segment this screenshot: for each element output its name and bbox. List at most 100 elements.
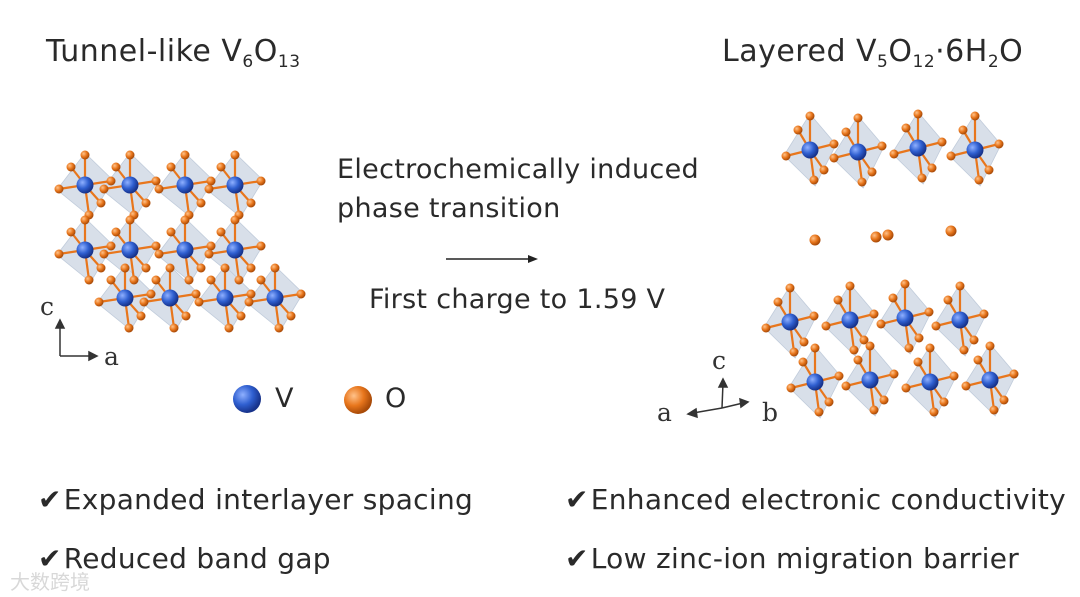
o-atom <box>271 264 280 273</box>
o-atom <box>782 152 791 161</box>
v-atom <box>850 144 867 161</box>
o-atom <box>975 176 984 185</box>
o-atom <box>207 276 216 285</box>
legend-o-sphere <box>344 386 372 414</box>
o-atom <box>810 235 821 246</box>
o-atom <box>197 264 206 273</box>
o-atom <box>811 344 820 353</box>
o-atom <box>974 356 983 365</box>
o-atom <box>81 216 90 225</box>
o-atom <box>142 264 151 273</box>
o-atom <box>971 112 980 121</box>
o-atom <box>890 370 899 379</box>
o-atom <box>889 294 898 303</box>
o-atom <box>130 276 139 285</box>
o-atom <box>830 140 839 149</box>
o-atom <box>297 290 306 299</box>
o-atom <box>938 138 947 147</box>
o-atom <box>940 398 949 407</box>
o-atom <box>790 348 799 357</box>
o-atom <box>854 356 863 365</box>
o-atom <box>147 290 156 299</box>
left-axis-a-label: a <box>104 342 119 371</box>
v-atom <box>177 242 194 259</box>
legend-v-label: V <box>275 383 293 414</box>
o-atom <box>959 126 968 135</box>
o-atom <box>152 242 161 251</box>
o-atom <box>235 276 244 285</box>
o-atom <box>237 312 246 321</box>
o-atom <box>870 406 879 415</box>
o-atom <box>125 324 134 333</box>
o-atom <box>950 372 959 381</box>
v-atom <box>177 177 194 194</box>
o-atom <box>152 276 161 285</box>
o-atom <box>155 250 164 259</box>
o-atom <box>257 177 266 186</box>
o-atom <box>842 382 851 391</box>
o-atom <box>901 280 910 289</box>
v-atom <box>982 372 999 389</box>
o-atom <box>762 324 771 333</box>
v-atom <box>802 142 819 159</box>
o-atom <box>946 226 957 237</box>
o-atom <box>947 152 956 161</box>
o-atom <box>799 358 808 367</box>
o-atom <box>247 290 256 299</box>
o-atom <box>877 320 886 329</box>
o-atom <box>192 290 201 299</box>
o-atom <box>786 284 795 293</box>
o-atom <box>794 126 803 135</box>
o-atom <box>866 342 875 351</box>
o-atom <box>217 228 226 237</box>
process-text-line2: phase transition <box>337 193 561 224</box>
o-atom <box>107 242 116 251</box>
o-atom <box>55 185 64 194</box>
o-atom <box>245 298 254 307</box>
o-atom <box>871 232 882 243</box>
v-atom <box>862 372 879 389</box>
o-atom <box>197 199 206 208</box>
o-atom <box>846 282 855 291</box>
property-right-2: ✔Low zinc-ion migration barrier <box>565 542 1019 575</box>
o-atom <box>247 199 256 208</box>
o-atom <box>842 128 851 137</box>
o-atom <box>854 114 863 123</box>
o-atom <box>774 298 783 307</box>
left-axis-arrows <box>56 320 97 360</box>
o-atom <box>287 312 296 321</box>
o-atom <box>835 372 844 381</box>
o-atom <box>960 346 969 355</box>
o-atom <box>167 228 176 237</box>
o-atom <box>112 163 121 172</box>
property-left-1: ✔Expanded interlayer spacing <box>38 483 473 516</box>
o-atom <box>231 151 240 160</box>
o-atom <box>914 110 923 119</box>
o-atom <box>231 216 240 225</box>
o-atom <box>100 185 109 194</box>
o-atom <box>182 312 191 321</box>
o-atom <box>107 276 116 285</box>
right-axis-b-label: b <box>762 398 778 427</box>
process-text-line1: Electrochemically induced <box>337 154 699 185</box>
o-atom <box>217 163 226 172</box>
check-icon: ✔ <box>565 483 589 516</box>
v-atom <box>217 290 234 307</box>
charge-condition: First charge to 1.59 V <box>369 284 665 315</box>
right-axis-a-label: a <box>657 398 672 427</box>
o-atom <box>800 338 809 347</box>
v-atom <box>227 177 244 194</box>
v-atom <box>967 142 984 159</box>
o-atom <box>207 177 216 186</box>
v-atom <box>842 312 859 329</box>
o-atom <box>126 216 135 225</box>
right-axis-c-label: c <box>712 346 726 375</box>
o-atom <box>137 312 146 321</box>
v-atom <box>267 290 284 307</box>
o-atom <box>944 296 953 305</box>
check-icon: ✔ <box>38 483 62 516</box>
o-atom <box>834 296 843 305</box>
o-atom <box>915 334 924 343</box>
o-atom <box>990 406 999 415</box>
o-atom <box>97 264 106 273</box>
